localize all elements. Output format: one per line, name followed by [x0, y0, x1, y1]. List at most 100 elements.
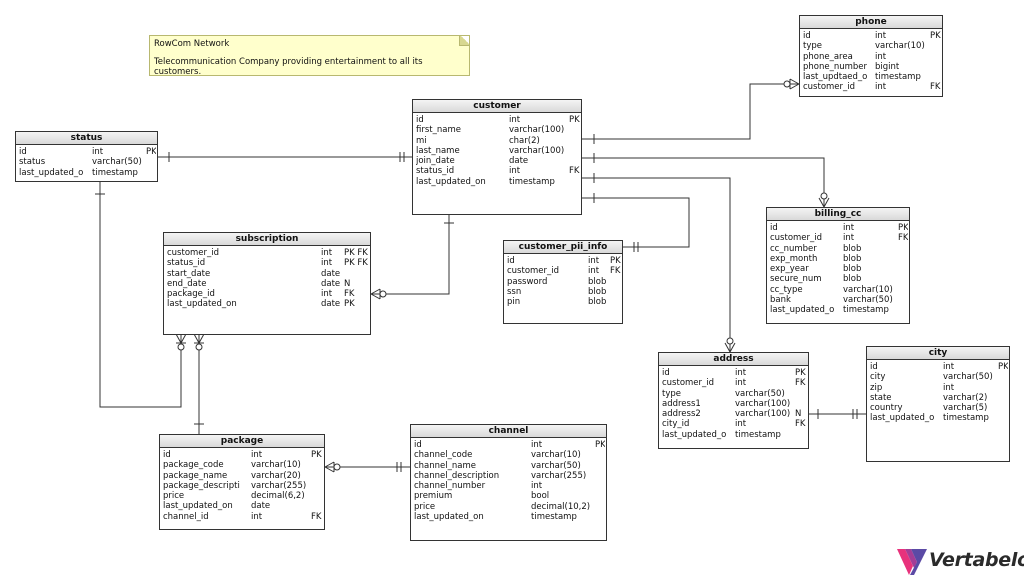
column-name: status	[19, 157, 46, 168]
column-type: varchar(255)	[251, 480, 307, 491]
table-header: subscription	[164, 233, 370, 246]
column-type: varchar(100)	[509, 125, 565, 136]
column-key: FK	[569, 166, 580, 177]
column-type: blob	[588, 286, 607, 297]
column-name: customer_id	[803, 82, 856, 93]
column-key: FK	[898, 233, 908, 244]
note-fold	[459, 36, 469, 46]
column-name: id	[414, 440, 422, 450]
column-key: PK	[898, 223, 908, 233]
column-name: package_name	[163, 470, 228, 481]
column-type: varchar(50)	[735, 388, 785, 399]
column-type: varchar(10)	[531, 450, 581, 461]
column-type: blob	[588, 276, 607, 287]
column-type: varchar(50)	[843, 295, 893, 306]
column-type: varchar(10)	[251, 460, 301, 471]
table-header: customer	[413, 100, 581, 113]
table-header: customer_pii_info	[504, 241, 622, 254]
rel-status-subscription	[99, 182, 182, 408]
column-key: PK FK	[344, 258, 368, 269]
column-key: FK	[795, 378, 806, 389]
column-type: timestamp	[735, 429, 781, 440]
vertabelo-logo-text: Vertabelo	[929, 549, 1024, 571]
column-type: varchar(255)	[531, 470, 587, 481]
column-name: id	[803, 31, 811, 41]
column-type: varchar(100)	[735, 398, 791, 409]
column-name: last_updated_on	[414, 512, 484, 523]
column-key: FK	[344, 289, 355, 300]
column-name: id	[870, 362, 878, 372]
column-name: start_date	[167, 268, 211, 279]
column-type: varchar(100)	[509, 145, 565, 156]
column-name: customer_id	[167, 248, 220, 258]
column-type: decimal(6,2)	[251, 491, 305, 502]
column-name: customer_id	[662, 378, 715, 389]
table-row: channel_description varchar(255)	[414, 471, 603, 481]
column-type: blob	[843, 253, 862, 264]
table-header: billing_cc	[767, 208, 909, 221]
column-name: exp_month	[770, 253, 818, 264]
column-key: FK	[610, 266, 621, 277]
column-name: channel_description	[414, 470, 500, 481]
column-type: char(2)	[509, 135, 540, 146]
column-name: channel_number	[414, 481, 486, 492]
table-header: phone	[800, 16, 942, 29]
column-name: id	[507, 256, 515, 266]
column-type: int	[588, 256, 600, 266]
column-name: phone_number	[803, 61, 868, 72]
note-title: RowCom Network	[154, 39, 230, 49]
column-type: varchar(100)	[735, 409, 791, 420]
column-name: ssn	[507, 286, 522, 297]
column-name: last_name	[416, 145, 460, 156]
column-name: last_updated_on	[167, 299, 237, 310]
column-type: varchar(2)	[943, 392, 988, 403]
table-header: address	[659, 353, 808, 366]
column-name: last_updated_o	[19, 167, 84, 178]
note-text: Telecommunication Company providing ente…	[154, 57, 423, 76]
column-type: varchar(50)	[943, 372, 993, 383]
column-type: date	[251, 501, 271, 512]
column-name: secure_num	[770, 274, 822, 285]
column-type: timestamp	[843, 305, 889, 316]
column-name: first_name	[416, 125, 461, 136]
rel-customer-pii	[582, 197, 690, 248]
column-type: int	[875, 82, 887, 93]
table-row: exp_month blob	[770, 254, 906, 264]
column-type: int	[735, 368, 747, 378]
column-type: int	[735, 378, 747, 389]
column-type: int	[943, 362, 955, 372]
